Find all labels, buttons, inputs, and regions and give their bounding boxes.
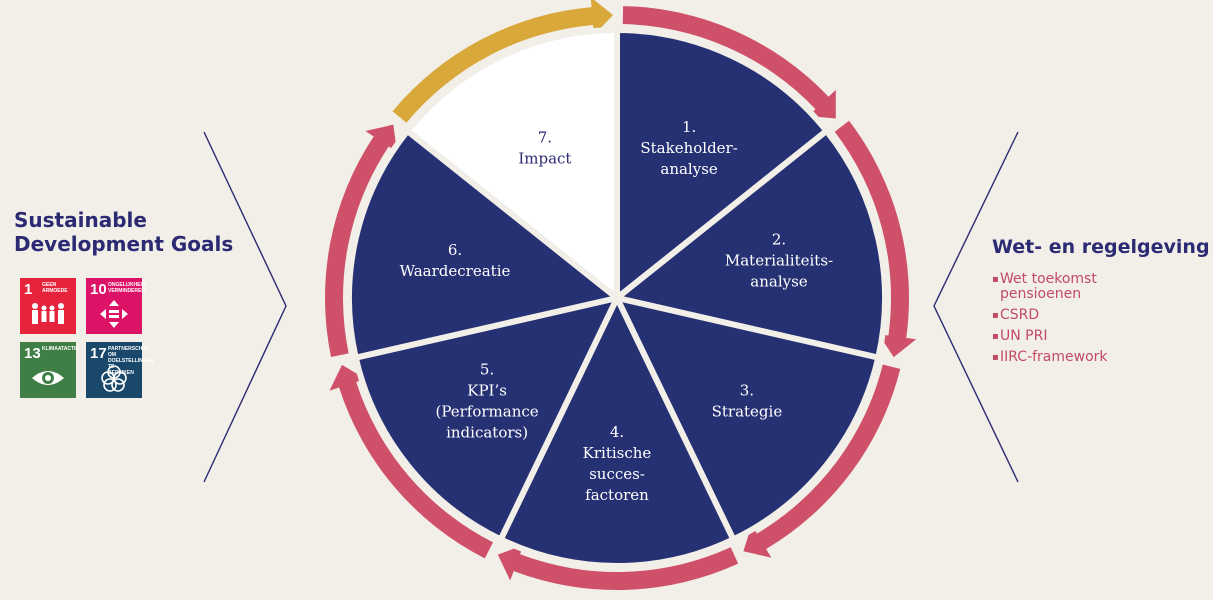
segment-6: [346, 126, 624, 362]
sdg-17-number: 17: [90, 345, 107, 362]
sdg-10-number: 10: [90, 281, 107, 298]
arrow-3: [743, 364, 901, 558]
sdg-title-line-1: Sustainable: [14, 208, 147, 232]
list-item: ▪IIRC-framework: [992, 350, 1170, 365]
sdg-1-label: GEEN ARMOEDE: [42, 282, 68, 294]
segment-1: [614, 26, 831, 305]
sdg-1-number: 1: [24, 281, 33, 298]
segment-7-number: 7.: [538, 128, 552, 146]
segment-2-label: Materialiteits-: [725, 252, 833, 270]
arrow-7: [392, 0, 614, 123]
segment-1-label: analyse: [660, 160, 718, 178]
sdg-title-line-2: Development Goals: [14, 232, 234, 256]
sdg-13-number: 13: [24, 345, 41, 362]
segment-3: [611, 293, 882, 544]
list-item-text: CSRD: [1000, 307, 1040, 323]
cycle-arrows: [324, 0, 917, 591]
partnership-icon: [101, 365, 127, 392]
segment-3-number: 3.: [740, 382, 754, 400]
bullet-icon: ▪: [992, 274, 999, 285]
sdg-17-tile: 17 PARTNERSCHAP OM DOELSTELLINGEN TE BER…: [86, 342, 154, 398]
segment-5: [352, 293, 623, 544]
segment-6-number: 6.: [448, 241, 462, 259]
segment-4-number: 4.: [610, 423, 624, 441]
eye-icon: [32, 371, 64, 385]
segment-2-number: 2.: [772, 231, 786, 249]
regulation-list: ▪Wet toekomst pensioenen ▪CSRD ▪UN PRI ▪…: [992, 272, 1170, 371]
regulation-title: Wet- en regelgeving: [992, 236, 1210, 258]
segment-4-label: succes-: [589, 465, 645, 483]
list-item: ▪UN PRI: [992, 329, 1170, 344]
sdg-10-tile: 10 ONGELIJKHEID VERMINDEREN: [86, 278, 146, 334]
sdg-13-tile: 13 KLIMAATACTIE: [20, 342, 79, 398]
bullet-icon: ▪: [992, 331, 999, 342]
segment-2-label: analyse: [750, 273, 808, 291]
list-item-text: Wet toekomst pensioenen: [1000, 271, 1097, 302]
sdg-13-label: KLIMAATACTIE: [42, 346, 79, 352]
list-item-text: UN PRI: [1000, 328, 1048, 344]
list-item: ▪Wet toekomst pensioenen: [992, 272, 1170, 302]
equality-icon: [100, 300, 128, 328]
left-chevron: [203, 131, 287, 483]
segment-5-label: (Performance: [435, 403, 538, 421]
segment-4-label: factoren: [585, 486, 649, 504]
list-item: ▪CSRD: [992, 308, 1170, 323]
segment-7-label: Impact: [518, 149, 571, 167]
segment-1-label: Stakeholder-: [640, 139, 737, 157]
segment-5-number: 5.: [480, 361, 494, 379]
segment-5-label: indicators): [446, 424, 528, 442]
segment-6-label: Waardecreatie: [400, 262, 511, 280]
segment-2: [610, 126, 888, 362]
segment-4: [496, 291, 738, 569]
segment-3-label: Strategie: [712, 403, 783, 421]
people-icon: [32, 303, 64, 324]
arrow-6: [324, 124, 398, 357]
arrow-4: [497, 544, 739, 591]
cycle-labels: 1. Stakeholder-analyse 2. Materialiteits-an…: [400, 118, 833, 504]
arrow-2: [834, 120, 917, 358]
segment-7: [403, 26, 620, 305]
sdg-10-label: ONGELIJKHEID VERMINDEREN: [108, 282, 146, 294]
segment-1-number: 1.: [682, 118, 696, 136]
segment-4-label: Kritische: [583, 444, 652, 462]
sdg-1-tile: 1 GEEN ARMOEDE: [20, 278, 76, 334]
segment-5-label: KPI’s: [467, 382, 507, 400]
sdg-title: Sustainable Development Goals: [14, 208, 233, 256]
arrow-1: [622, 6, 836, 119]
bullet-icon: ▪: [992, 352, 999, 363]
arrow-5: [329, 364, 493, 559]
right-chevron: [933, 131, 1019, 483]
cycle-segments: [346, 26, 888, 569]
list-item-text: IIRC-framework: [1000, 349, 1108, 365]
bullet-icon: ▪: [992, 310, 999, 321]
